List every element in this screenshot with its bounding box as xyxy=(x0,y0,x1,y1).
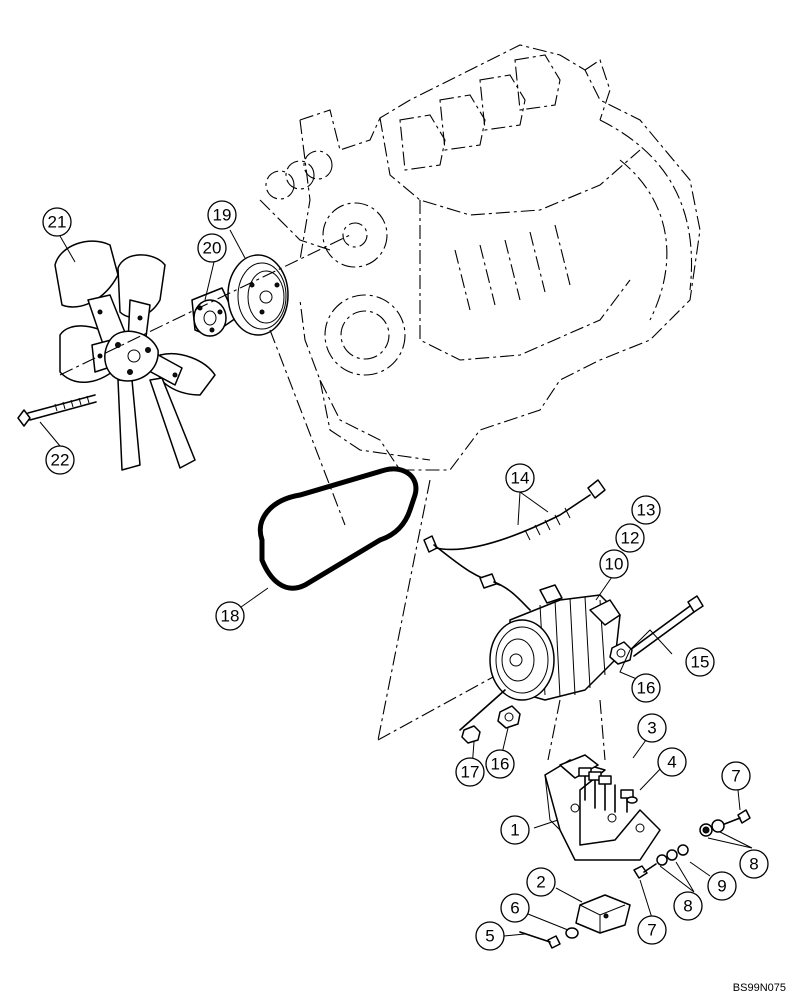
fan-pulley xyxy=(227,254,289,336)
callout-3: 3 xyxy=(637,713,667,743)
fan-spacer xyxy=(191,287,237,337)
callout-2: 2 xyxy=(526,867,556,897)
callout-16-upper-label: 16 xyxy=(637,679,656,698)
hardware-stack-right xyxy=(699,809,751,837)
callout-10-label: 10 xyxy=(605,555,624,574)
belt-routing-line-2 xyxy=(377,479,431,741)
callout-16-lower: 16 xyxy=(485,749,515,779)
callout-21: 21 xyxy=(42,207,72,237)
callout-2-label: 2 xyxy=(536,873,545,892)
callout-18-label: 18 xyxy=(221,607,240,626)
callout-22-label: 22 xyxy=(51,451,70,470)
callout-16-lower-label: 16 xyxy=(491,755,510,774)
wire-harness xyxy=(423,479,606,611)
mounting-bracket xyxy=(544,754,661,861)
nut-17 xyxy=(461,725,481,744)
callout-21-label: 21 xyxy=(48,213,67,232)
callout-1: 1 xyxy=(500,815,530,845)
callout-6-label: 6 xyxy=(510,899,519,918)
callout-13-label: 13 xyxy=(637,501,656,520)
callout-8-lower-label: 8 xyxy=(683,897,692,916)
callout-7-lower: 7 xyxy=(637,915,667,945)
callout-17-label: 17 xyxy=(461,763,480,782)
ac-compressor xyxy=(459,584,621,731)
mount-bolt-long xyxy=(629,595,704,657)
nut-lower xyxy=(497,705,521,729)
cooling-fan xyxy=(54,240,216,471)
belt-routing-line-3 xyxy=(377,664,516,741)
engine-outline xyxy=(259,44,701,471)
callout-4: 4 xyxy=(657,747,687,777)
bolt-5 xyxy=(519,931,561,949)
callout-5-label: 5 xyxy=(485,927,494,946)
callout-4-label: 4 xyxy=(667,753,676,772)
callout-1-label: 1 xyxy=(510,821,519,840)
callout-20: 20 xyxy=(197,233,227,263)
callout-14: 14 xyxy=(505,463,535,493)
callout-7-upper: 7 xyxy=(721,761,751,791)
callout-17: 17 xyxy=(455,757,485,787)
callout-16-upper: 16 xyxy=(631,673,661,703)
callout-8-lower: 8 xyxy=(673,891,703,921)
callout-5: 5 xyxy=(475,921,505,951)
spacer-block xyxy=(575,894,631,934)
callout-22: 22 xyxy=(45,445,75,475)
callout-7-upper-label: 7 xyxy=(731,767,740,786)
callout-15: 15 xyxy=(685,647,715,677)
hardware-stack-lower xyxy=(633,844,689,879)
bracket-guide-line xyxy=(547,699,606,761)
callout-8-right-label: 8 xyxy=(749,855,758,874)
callout-14-label: 14 xyxy=(511,469,530,488)
callout-15-label: 15 xyxy=(691,653,710,672)
callout-18: 18 xyxy=(215,601,245,631)
callout-9-label: 9 xyxy=(717,877,726,896)
callout-7-lower-label: 7 xyxy=(647,921,656,940)
callout-12-label: 12 xyxy=(621,529,640,548)
fan-axis-line xyxy=(59,234,351,376)
fan-bolt xyxy=(17,394,97,427)
callout-3-label: 3 xyxy=(647,719,656,738)
washer-6 xyxy=(565,927,579,939)
callout-19-label: 19 xyxy=(213,206,232,225)
callout-8-right: 8 xyxy=(739,849,769,879)
callout-9: 9 xyxy=(707,871,737,901)
belt-routing-line-1 xyxy=(269,329,346,526)
drive-belt xyxy=(257,466,419,591)
callout-6: 6 xyxy=(500,893,530,923)
callout-12: 12 xyxy=(615,523,645,553)
drawing-reference-code: BS99N075 xyxy=(732,982,786,994)
callout-20-label: 20 xyxy=(203,239,222,258)
callout-10: 10 xyxy=(599,549,629,579)
callout-19: 19 xyxy=(207,200,237,230)
callout-13: 13 xyxy=(631,495,661,525)
